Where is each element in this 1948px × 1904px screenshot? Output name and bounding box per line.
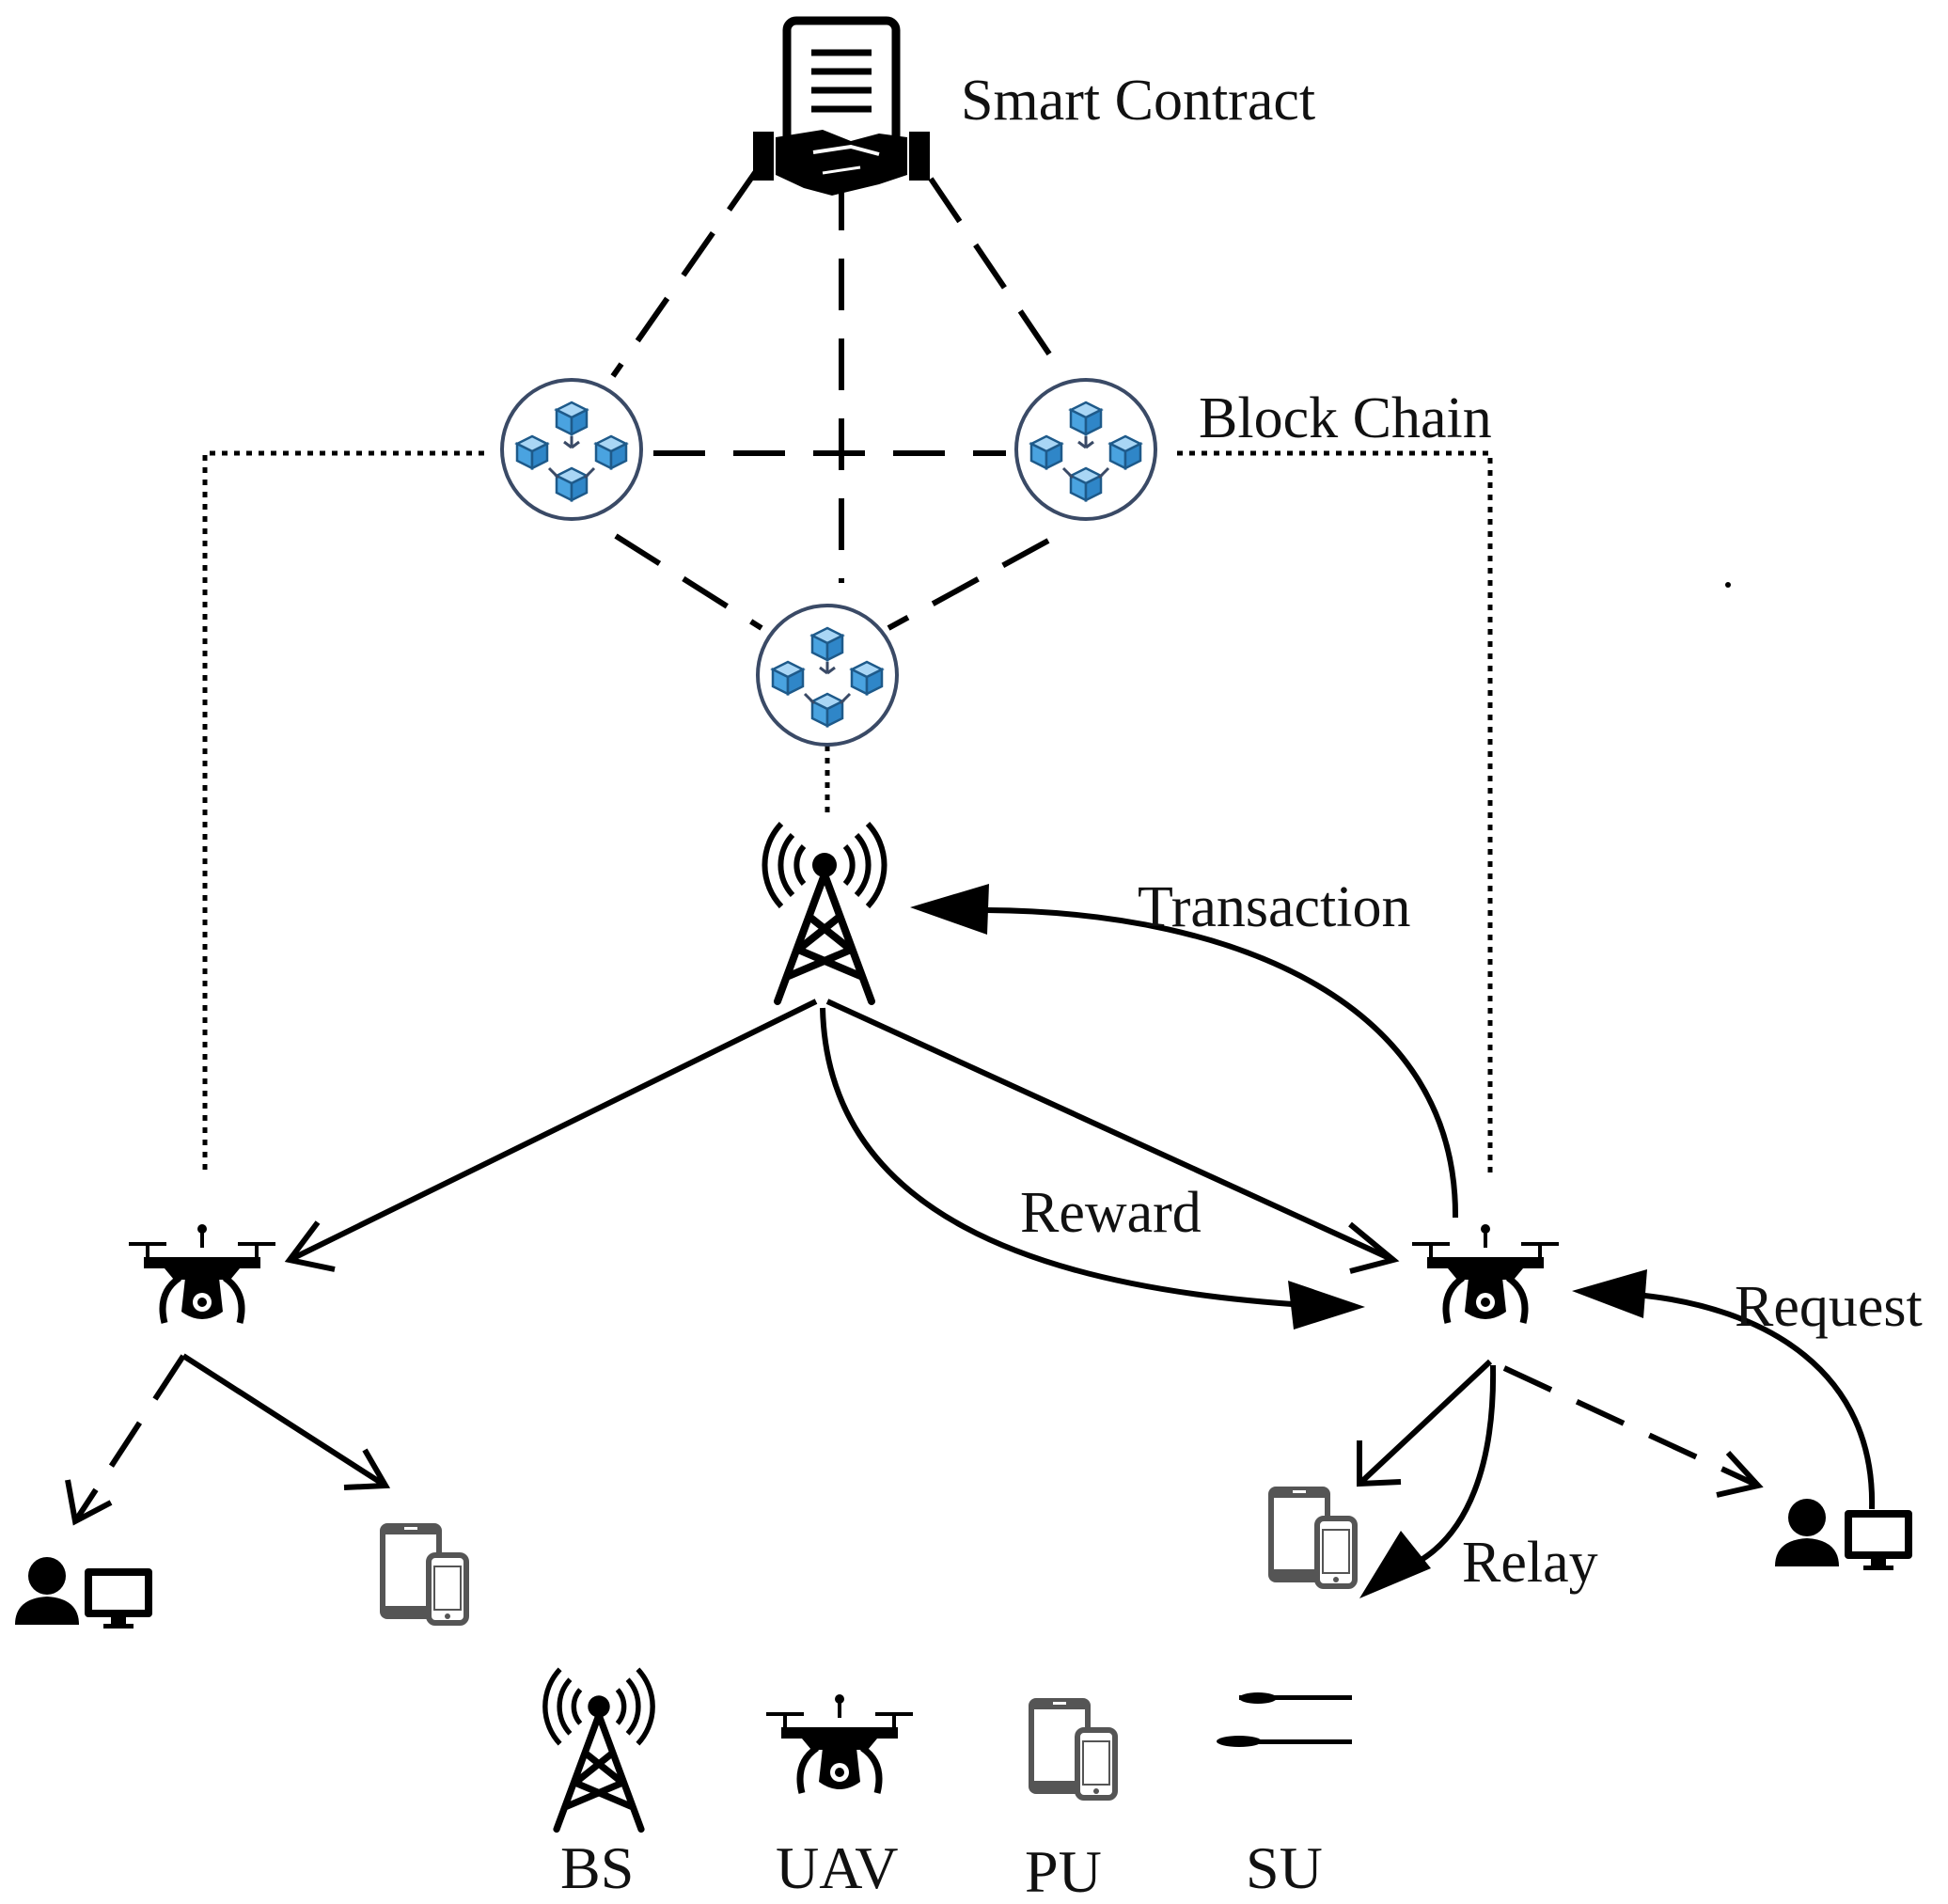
stray-dot: [1725, 582, 1731, 588]
left-uav-to-su-dashed-arrow: [65, 1354, 186, 1526]
base-station-icon: [764, 824, 884, 1001]
right-uav-relay-arrow: [1359, 1364, 1497, 1598]
right-node-to-right-uav-link: [1177, 450, 1493, 1175]
right-su-icon: [1775, 1499, 1912, 1570]
right-uav-to-su-dashed-arrow: [1502, 1365, 1764, 1498]
request-label: Request: [1735, 1275, 1923, 1339]
right-pu-icon: [1268, 1487, 1355, 1586]
blockchain-node-right-icon: [1016, 380, 1155, 519]
transaction-label: Transaction: [1138, 875, 1410, 939]
bs-to-left-uav-arrow: [284, 999, 818, 1272]
legend-su-label: SU: [1246, 1834, 1323, 1901]
request-arrow: [1572, 1269, 1876, 1510]
bs-to-right-uav-arrow: [825, 999, 1400, 1274]
legend-su-icon: [1217, 1692, 1352, 1747]
right-uav-icon: [1412, 1224, 1559, 1323]
contract-to-left-node-link: [610, 165, 762, 378]
smart-contract-label: Smart Contract: [961, 69, 1315, 133]
legend-pu-icon: [1029, 1698, 1115, 1798]
contract-to-right-node-link: [928, 177, 1067, 378]
legend-uav-label: UAV: [776, 1834, 898, 1901]
legend: BS UAV PU SU: [545, 1669, 1352, 1904]
smart-contract-icon: [753, 21, 930, 196]
blockchain-node-bottom-icon: [758, 606, 897, 745]
left-uav-icon: [129, 1224, 275, 1323]
reward-label: Reward: [1020, 1181, 1202, 1245]
legend-uav-icon: [766, 1694, 913, 1793]
legend-pu-label: PU: [1025, 1838, 1102, 1904]
legend-bs-icon: [545, 1669, 652, 1829]
left-uav-to-pu-arrow: [181, 1353, 391, 1490]
left-node-to-left-uav-link: [202, 450, 484, 1175]
transaction-arrow: [910, 884, 1459, 1219]
reward-arrow: [820, 1007, 1365, 1330]
relay-label: Relay: [1462, 1531, 1598, 1595]
right-bottom-node-link: [887, 538, 1050, 631]
left-bottom-node-link: [614, 533, 763, 631]
left-su-icon: [15, 1557, 152, 1629]
block-chain-label: Block Chain: [1199, 386, 1492, 450]
legend-bs-label: BS: [560, 1834, 634, 1901]
right-uav-to-pu-arrow: [1357, 1359, 1493, 1487]
blockchain-node-left-icon: [502, 380, 641, 519]
left-pu-icon: [380, 1523, 466, 1623]
